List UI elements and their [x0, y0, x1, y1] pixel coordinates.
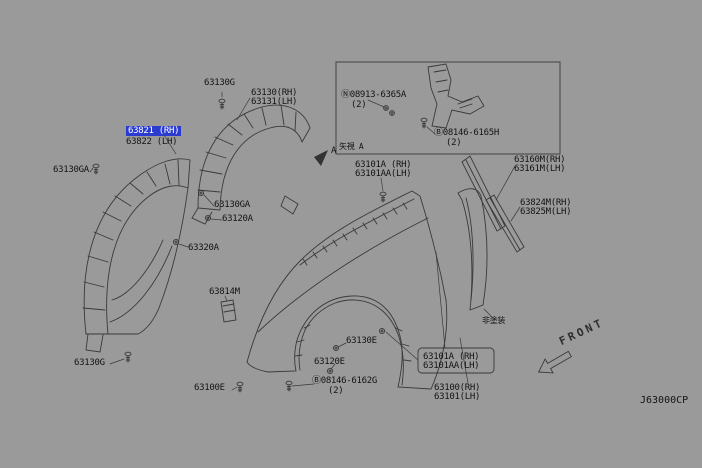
- inset-view-box: [335, 61, 561, 155]
- inset-view-note: 矢視 A: [339, 142, 364, 151]
- part-label-63131-lh[interactable]: 63131(LH): [251, 97, 298, 107]
- screw-icon: [236, 381, 244, 393]
- clip-icon: [172, 238, 180, 246]
- part-label-63100-rh[interactable]: 63100(RH): [434, 383, 481, 393]
- fender-protector-rear-drawing: [191, 104, 311, 225]
- view-a-letter: A: [331, 146, 337, 156]
- part-label-63101aa-lh-top[interactable]: 63101AA(LH): [355, 169, 412, 179]
- cowl-side-drawing: [457, 188, 488, 311]
- part-label-63160m-rh[interactable]: 63160M(RH): [514, 155, 566, 165]
- part-label-63130-rh[interactable]: 63130(RH): [251, 88, 298, 98]
- screw-icon: [124, 351, 132, 363]
- qty-label-6165h: (2): [446, 138, 462, 148]
- fender-protector-front-drawing: [82, 158, 191, 353]
- part-label-63825m-lh[interactable]: 63825M(LH): [520, 207, 572, 217]
- part-label-63130g-top[interactable]: 63130G: [204, 78, 235, 88]
- part-label-63161m-lh[interactable]: 63161M(LH): [514, 164, 566, 174]
- part-label-08146-6162g[interactable]: Ⓑ08146-6162G: [312, 376, 378, 386]
- part-label-63320a[interactable]: 63320A: [188, 243, 219, 253]
- screw-icon: [218, 98, 226, 110]
- clip-icon: [326, 367, 334, 375]
- part-label-63130g-bottom[interactable]: 63130G: [74, 358, 105, 368]
- nut-icon: [383, 105, 389, 111]
- part-label-63130ga-mid[interactable]: 63130GA: [214, 200, 250, 210]
- leader-lines: [89, 91, 521, 391]
- part-label-63120e[interactable]: 63120E: [314, 357, 345, 367]
- clip-icon: [332, 344, 340, 352]
- part-label-63824m-rh[interactable]: 63824M(RH): [520, 198, 572, 208]
- screw-icon: [420, 117, 428, 129]
- bracket-63814m-drawing: [220, 299, 237, 323]
- part-label-63130e[interactable]: 63130E: [346, 336, 377, 346]
- screw-icon: [379, 191, 387, 203]
- front-arrow-icon: [537, 350, 572, 374]
- front-fender-drawing: [246, 190, 448, 390]
- part-label-63822-lh[interactable]: 63822 (LH): [126, 137, 178, 147]
- label-group-box: [417, 347, 495, 374]
- part-label-63101a-rh-top[interactable]: 63101A (RH): [355, 160, 412, 170]
- part-label-63120a[interactable]: 63120A: [222, 214, 253, 224]
- moulding-strip-drawing-1: [461, 155, 506, 232]
- part-label-63101aa-lh-bottom[interactable]: 63101AA(LH): [423, 361, 480, 371]
- clip-icon: [378, 327, 386, 335]
- clip-icon: [197, 189, 205, 197]
- part-label-63101-lh[interactable]: 63101(LH): [434, 392, 481, 402]
- diagram-code: J63000CP: [640, 395, 689, 406]
- screw-icon: [285, 380, 293, 392]
- qty-label-6365a: (2): [351, 100, 367, 110]
- part-label-08913-6365a[interactable]: Ⓝ08913-6365A: [341, 90, 407, 100]
- inset-bracket-drawing: [427, 63, 485, 129]
- part-label-63821-rh-highlighted[interactable]: 63821 (RH): [126, 126, 182, 136]
- nut-icon: [389, 110, 395, 116]
- part-label-63101a-rh-bottom[interactable]: 63101A (RH): [423, 352, 480, 362]
- part-label-08146-6165h[interactable]: Ⓑ08146-6165H: [434, 128, 500, 138]
- screw-icon: [92, 163, 100, 175]
- part-label-63814m[interactable]: 63814M: [209, 287, 240, 297]
- moulding-strip-drawing-2: [485, 194, 525, 253]
- view-a-arrow-icon: [314, 150, 328, 166]
- qty-label-6162g: (2): [328, 386, 344, 396]
- part-label-63130ga-left[interactable]: 63130GA: [53, 165, 89, 175]
- part-label-63100e[interactable]: 63100E: [194, 383, 225, 393]
- unpainted-note: 非塗装: [482, 316, 506, 325]
